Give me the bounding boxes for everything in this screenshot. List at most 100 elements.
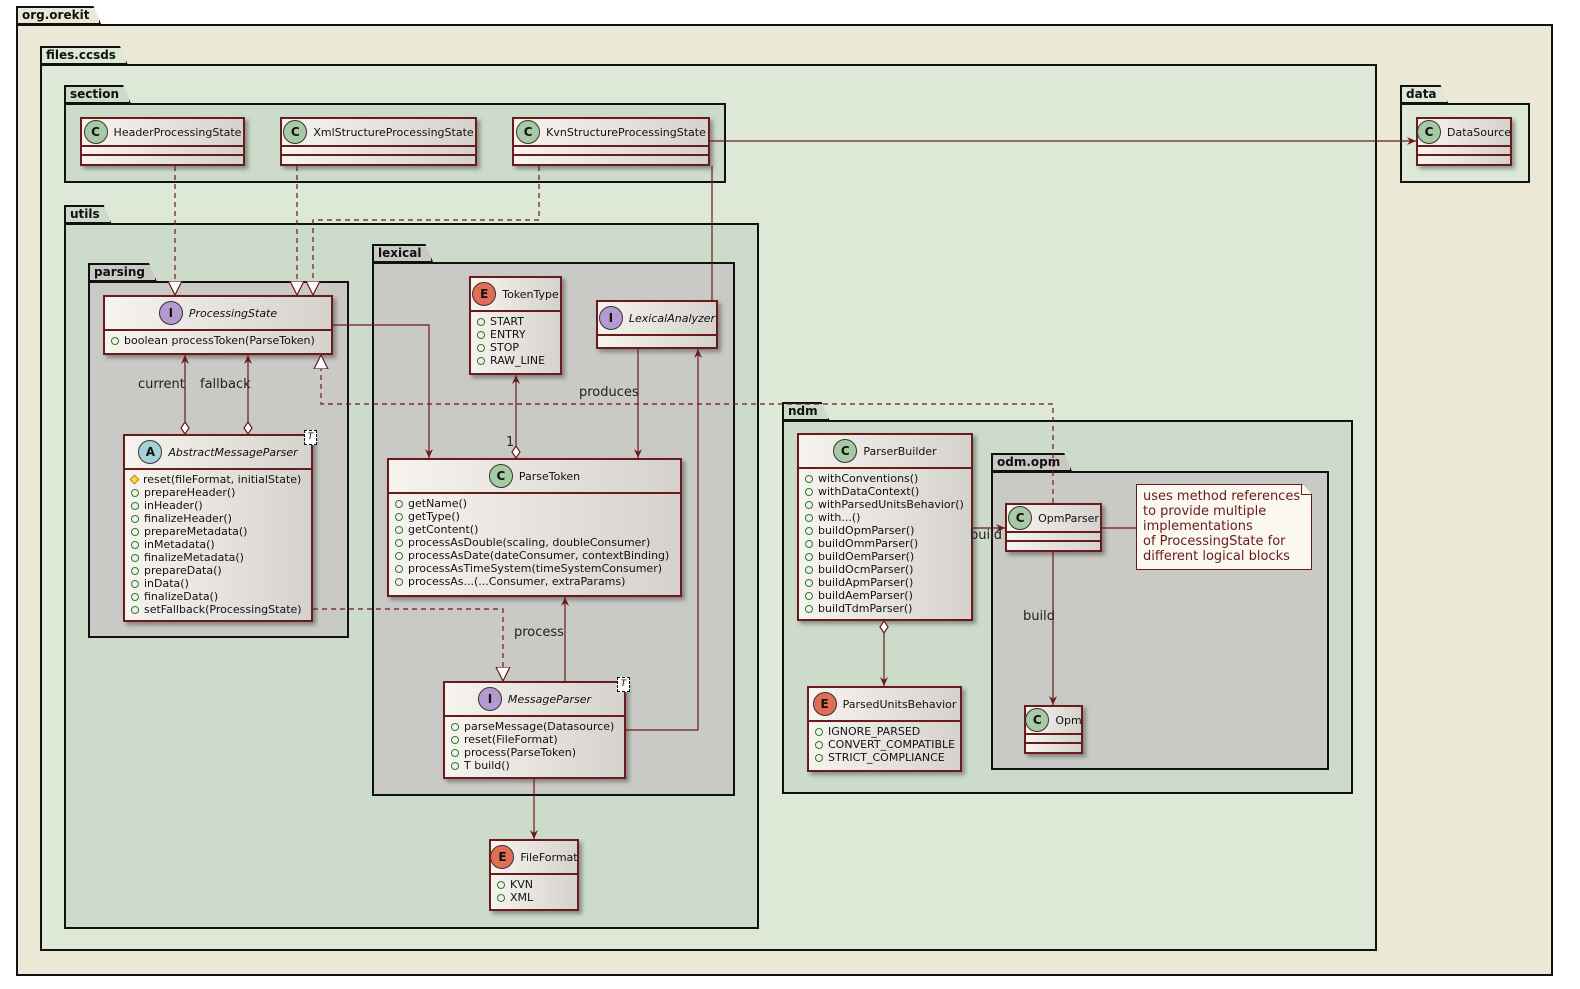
class-stereotype-icon: C <box>83 120 108 144</box>
class-stereotype-icon: C <box>283 120 308 144</box>
class-name: KvnStructureProcessingState <box>546 125 706 139</box>
class-parse-token[interactable]: C ParseToken getName() getType() getConte… <box>387 458 682 597</box>
member-row: buildOemParser() <box>805 550 965 563</box>
note-line: to provide multiple <box>1143 504 1267 519</box>
label-build-opm: build <box>1023 609 1055 624</box>
member-row: inData() <box>131 577 305 590</box>
interface-name: LexicalAnalyzer <box>628 311 716 325</box>
member-row: finalizeMetadata() <box>131 551 305 564</box>
member-row: inHeader() <box>131 499 305 512</box>
enum-token-type[interactable]: E TokenType START ENTRY STOP RAW_LINE <box>469 276 562 375</box>
member-row: prepareMetadata() <box>131 525 305 538</box>
member-row: buildApmParser() <box>805 576 965 589</box>
class-stereotype-icon: C <box>833 439 858 463</box>
class-stereotype-icon: C <box>516 120 541 144</box>
member-row: with...() <box>805 511 965 524</box>
abstract-class-abstract-message-parser[interactable]: T A AbstractMessageParser reset(fileForma… <box>123 430 317 622</box>
member-row: buildOcmParser() <box>805 563 965 576</box>
member-list: KVN XML <box>491 875 577 908</box>
package-tab-parsing: parsing <box>88 263 157 282</box>
member-list: getName() getType() getContent() process… <box>389 494 680 592</box>
class-name: ParserBuilder <box>863 444 937 458</box>
member-row: getName() <box>395 497 674 510</box>
interface-stereotype-icon: I <box>477 687 502 711</box>
member-row: finalizeHeader() <box>131 512 305 525</box>
member-row: prepareHeader() <box>131 486 305 499</box>
enum-file-format[interactable]: E FileFormat KVN XML <box>489 839 579 911</box>
member-row: withParsedUnitsBehavior() <box>805 498 965 511</box>
enum-name: TokenType <box>502 287 559 301</box>
class-name: Opm <box>1055 713 1082 727</box>
generic-parameter: T <box>304 430 317 445</box>
member-row: IGNORE_PARSED <box>815 725 954 738</box>
member-row: buildTdmParser() <box>805 602 965 615</box>
label-multiplicity-one: 1 <box>506 435 515 450</box>
note-method-references: uses method references to provide multip… <box>1136 484 1312 570</box>
package-tab-utils: utils <box>64 205 112 224</box>
package-tab-section: section <box>64 85 131 104</box>
enum-name: FileFormat <box>520 850 578 864</box>
member-row: getType() <box>395 510 674 523</box>
class-kvn-structure-processing-state[interactable]: C KvnStructureProcessingState <box>512 117 710 166</box>
enum-stereotype-icon: E <box>472 282 497 306</box>
package-tab-data: data <box>1400 85 1449 104</box>
member-row: STOP <box>477 341 554 354</box>
label-produces: produces <box>579 385 639 400</box>
class-name: DataSource <box>1446 125 1512 139</box>
note-line: of ProcessingState for <box>1143 534 1286 549</box>
member-row: CONVERT_COMPATIBLE <box>815 738 955 751</box>
member-row: buildOpmParser() <box>805 524 965 537</box>
note-line: implementations <box>1143 519 1253 534</box>
class-name: HeaderProcessingState <box>113 125 242 139</box>
class-xml-structure-processing-state[interactable]: C XmlStructureProcessingState <box>280 117 477 166</box>
package-tab-files-ccsds: files.ccsds <box>40 46 128 65</box>
package-tab-ndm: ndm <box>782 402 830 421</box>
member-list: reset(fileFormat, initialState) prepareH… <box>125 470 311 620</box>
member-list: START ENTRY STOP RAW_LINE <box>471 312 560 371</box>
member-row: T build() <box>451 759 618 772</box>
abstract-stereotype-icon: A <box>138 440 163 464</box>
class-opm-parser[interactable]: C OpmParser <box>1005 503 1102 552</box>
member-row: STRICT_COMPLIANCE <box>815 751 954 764</box>
class-name: XmlStructureProcessingState <box>313 125 474 139</box>
package-tab-org-orekit: org.orekit <box>16 6 101 25</box>
member-row: processAs...(...Consumer, extraParams) <box>395 575 674 588</box>
member-row: boolean processToken(ParseToken) <box>111 334 325 347</box>
member-row: processAsDouble(scaling, doubleConsumer) <box>395 536 674 549</box>
member-row: buildOmmParser() <box>805 537 965 550</box>
member-list: withConventions() withDataContext() with… <box>799 469 971 619</box>
abstract-class-name: AbstractMessageParser <box>168 445 298 459</box>
member-row: START <box>477 315 554 328</box>
note-line: different logical blocks <box>1143 549 1290 564</box>
package-tab-lexical: lexical <box>372 244 433 263</box>
member-row: reset(fileFormat, initialState) <box>129 473 305 486</box>
member-row: buildAemParser() <box>805 589 965 602</box>
member-row: processAsDate(dateConsumer, contextBindi… <box>395 549 674 562</box>
label-build-builder: build <box>970 528 1002 543</box>
member-row: getContent() <box>395 523 674 536</box>
class-name: ParseToken <box>518 469 581 483</box>
class-name: OpmParser <box>1038 511 1099 525</box>
package-tab-odm-opm: odm.opm <box>991 453 1072 472</box>
member-row: RAW_LINE <box>477 354 554 367</box>
interface-name: MessageParser <box>507 692 592 706</box>
member-list: parseMessage(Datasource) reset(FileForma… <box>445 717 624 776</box>
member-row: ENTRY <box>477 328 554 341</box>
interface-stereotype-icon: I <box>158 301 183 325</box>
enum-stereotype-icon: E <box>490 845 515 869</box>
class-stereotype-icon: C <box>488 464 513 488</box>
class-header-processing-state[interactable]: C HeaderProcessingState <box>80 117 245 166</box>
member-row: parseMessage(Datasource) <box>451 720 618 733</box>
member-row: inMetadata() <box>131 538 305 551</box>
member-list: IGNORE_PARSED CONVERT_COMPATIBLE STRICT_… <box>809 722 960 768</box>
class-parser-builder[interactable]: C ParserBuilder withConventions() withDat… <box>797 433 973 621</box>
member-row: KVN <box>497 878 571 891</box>
member-row: prepareData() <box>131 564 305 577</box>
class-stereotype-icon: C <box>1008 506 1033 530</box>
